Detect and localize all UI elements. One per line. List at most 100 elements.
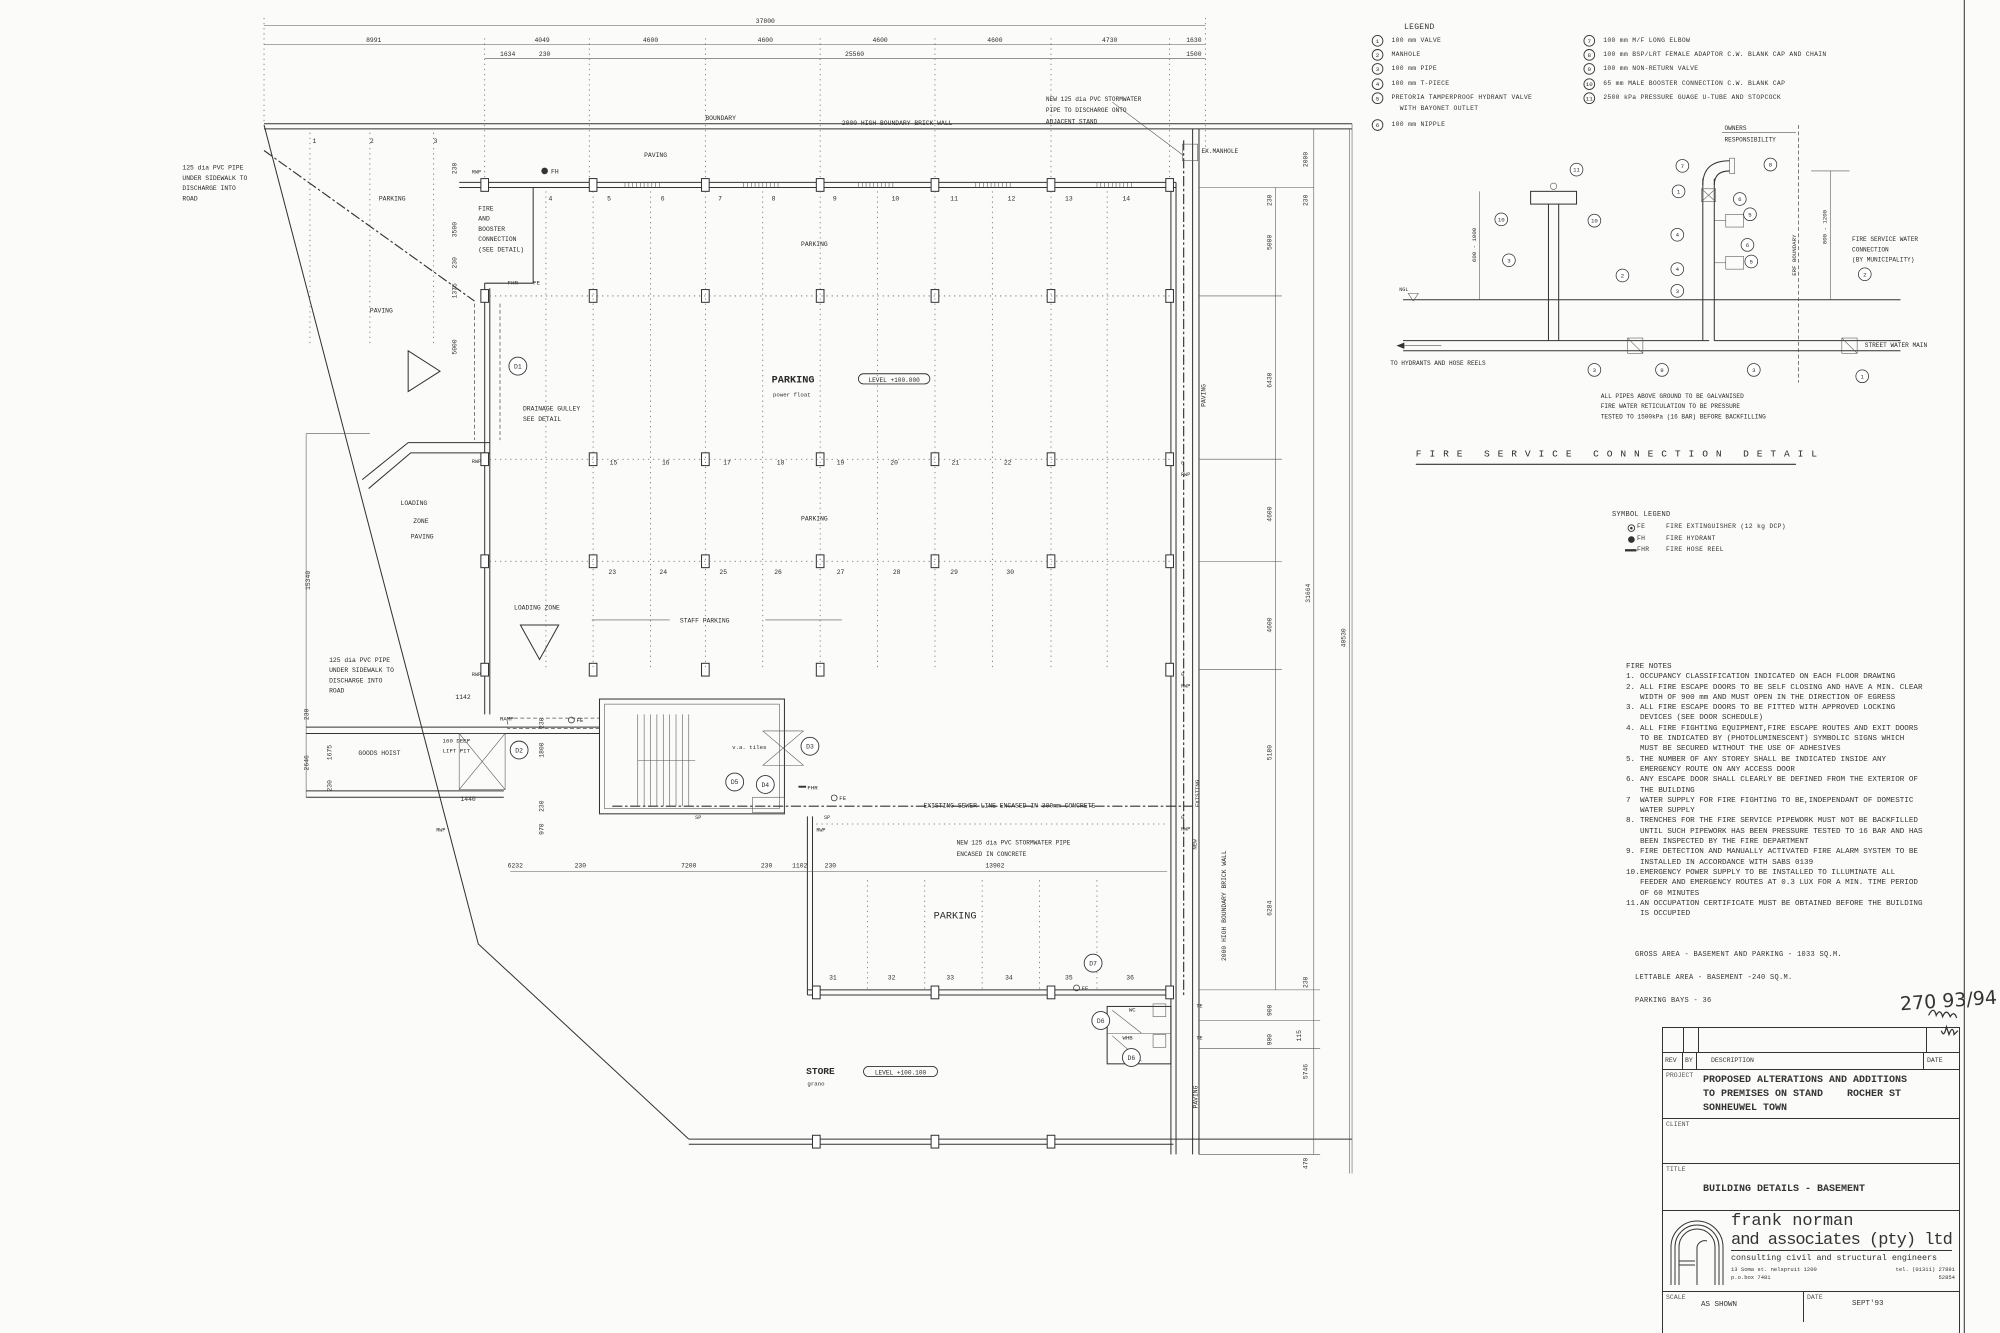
stormwater-pipe-label: ADJACENT STAND (1046, 119, 1098, 126)
parking-bay-number: 11 (950, 195, 958, 202)
column (480, 178, 490, 192)
ramp-label: RAMP (500, 716, 514, 723)
lift-pit-label: LIFT PIT (443, 748, 471, 755)
fire-note: 9.FIRE DETECTION AND MANUALLY ACTIVATED … (1626, 847, 1926, 868)
symbol-legend-icons (1625, 524, 1637, 552)
parking-bay-number: 13 (1065, 195, 1073, 202)
parking-bay-number: 34 (1005, 975, 1013, 982)
level-label: LEVEL +100.100 (875, 1070, 927, 1077)
door-tag-label: D1 (514, 363, 522, 370)
scale-value: AS SHOWN (1701, 1301, 1738, 1309)
callout-number: 4 (1676, 266, 1680, 273)
column (1165, 178, 1174, 192)
firm-name-line-1: frank norman (1731, 1212, 1854, 1231)
legend-item-text: 100 mm NIPPLE (1391, 120, 1446, 128)
parking-bay-number: 10 (892, 195, 900, 202)
stormwater-pipe-label: PIPE TO DISCHARGE ONTO (1046, 107, 1127, 114)
parking-bay-number: 35 (1065, 975, 1073, 982)
parking-bay-number: 3 (434, 138, 438, 145)
rain-water-pipe-label: RWP (1181, 472, 1190, 478)
title-block: REV BY DESCRIPTION DATE PROJECT PROPOSED… (1662, 1027, 1960, 1333)
column (1165, 662, 1174, 677)
revision-rows (1663, 1028, 1959, 1053)
fire-note-text: WATER SUPPLY FOR FIRE FIGHTING TO BE,IND… (1640, 796, 1914, 816)
parking-label: PARKING (379, 195, 406, 202)
firm-tel-2: 52854 (1938, 1274, 1955, 1281)
callout-circle (1740, 238, 1755, 252)
rain-water-pipe-label: RWP (472, 672, 481, 678)
column (930, 178, 940, 192)
rev-header: REV (1663, 1053, 1683, 1069)
plan-linework (263, 17, 1353, 1174)
callout-circle (1855, 369, 1870, 384)
fire-note-number: 6. (1626, 776, 1636, 785)
legend-number-circle (1371, 49, 1384, 61)
column (815, 662, 825, 677)
description-header: DESCRIPTION (1697, 1053, 1924, 1069)
legend-number-circle (1371, 92, 1384, 105)
title-caption: TITLE (1666, 1166, 1686, 1173)
legend-number: 8 (1588, 52, 1592, 59)
legend-number-circle (1371, 35, 1384, 47)
parking-bay-number: 19 (837, 459, 845, 466)
gross-area: GROSS AREA - BASEMENT AND PARKING - 1033… (1635, 951, 1843, 959)
parking-bay-number: 22 (1004, 459, 1012, 466)
rain-water-pipe-label: RWP (1181, 684, 1190, 690)
gulley-label: G (1181, 672, 1184, 678)
firm-section: frank norman and associates (pty) ltd co… (1663, 1211, 1959, 1292)
fire-note: 5.THE NUMBER OF ANY STOREY SHALL BE INDI… (1626, 755, 1926, 776)
project-line-3: SONHEUWEL TOWN (1703, 1103, 1788, 1114)
fire-note-text: AN OCCUPATION CERTIFICATE MUST BE OBTAIN… (1640, 899, 1923, 919)
fire-notes: FIRE NOTES 1.OCCUPANCY CLASSIFICATION IN… (1626, 662, 1926, 919)
callout-number: 5 (1748, 211, 1752, 218)
dimension: 470 (1302, 1157, 1309, 1169)
parking-bay-number: 4 (548, 195, 552, 202)
parking-bay-number: 7 (718, 195, 722, 202)
street-water-main-label: STREET WATER MAIN (1865, 342, 1928, 349)
firm-tel-1: tel. (01311) 27891 (1895, 1266, 1955, 1273)
callout-number: 2 (1621, 273, 1625, 280)
dimension: 1630 (1186, 37, 1201, 44)
callout-number: 6 (1746, 242, 1750, 249)
callout-circle (1747, 363, 1761, 377)
stormwater-pipe-label: NEW 125 dia PVC STORMWATER (1046, 96, 1142, 103)
callout-circle (1858, 267, 1872, 282)
pipe-note: UNDER SIDEWALK TO (182, 175, 247, 182)
fire-note: 1.OCCUPANCY CLASSIFICATION INDICATED ON … (1626, 672, 1926, 682)
dimension: 900 (1267, 1034, 1274, 1046)
paving-label: PAVING (1200, 384, 1207, 407)
legend-item-text: 100 mm M/F LONG ELBOW (1603, 36, 1691, 44)
responsibility-label: RESPONSIBILITY (1724, 137, 1776, 144)
column (930, 1134, 940, 1149)
parking-bay-number: 15 (610, 459, 618, 466)
callout-circle (1675, 159, 1690, 173)
fire-service-connection-label: (BY MUNICIPALITY) (1852, 256, 1914, 263)
parking-bay-number: 20 (890, 459, 898, 466)
legend-title: LEGEND (1404, 23, 1435, 32)
fire-note-text: OCCUPANCY CLASSIFICATION INDICATED ON EA… (1640, 673, 1896, 682)
fire-service-connection-label: CONNECTION (1852, 246, 1889, 253)
legend-item-text: 100 mm NON-RETURN VALVE (1603, 64, 1699, 72)
callout-circle (1670, 262, 1685, 276)
callout-number: 8 (1769, 162, 1773, 169)
pipe-note: DISCHARGE INTO (182, 185, 236, 192)
column (1046, 1134, 1056, 1149)
callout-circle (1671, 184, 1686, 199)
parking-bay-number: 25 (719, 569, 727, 576)
column (1046, 985, 1056, 1000)
client-caption: CLIENT (1666, 1121, 1690, 1128)
legend-item-text: MANHOLE (1391, 50, 1421, 58)
parking-bay-number: 32 (888, 975, 896, 982)
to-hydrants-label: TO HYDRANTS AND HOSE REELS (1390, 360, 1486, 367)
dimension: 230 (1302, 194, 1309, 206)
callout-number: 3 (1593, 367, 1597, 374)
pipe-note: ROAD (182, 195, 197, 202)
callout-number: 3 (1676, 288, 1680, 295)
legend-number: 2 (1376, 52, 1380, 59)
door-tag (1091, 1011, 1111, 1030)
dimension: 900 (1267, 1004, 1274, 1016)
fire-note-text: ALL FIRE ESCAPE DOORS TO BE FITTED WITH … (1640, 704, 1896, 723)
column (480, 452, 490, 467)
column (930, 985, 940, 1000)
